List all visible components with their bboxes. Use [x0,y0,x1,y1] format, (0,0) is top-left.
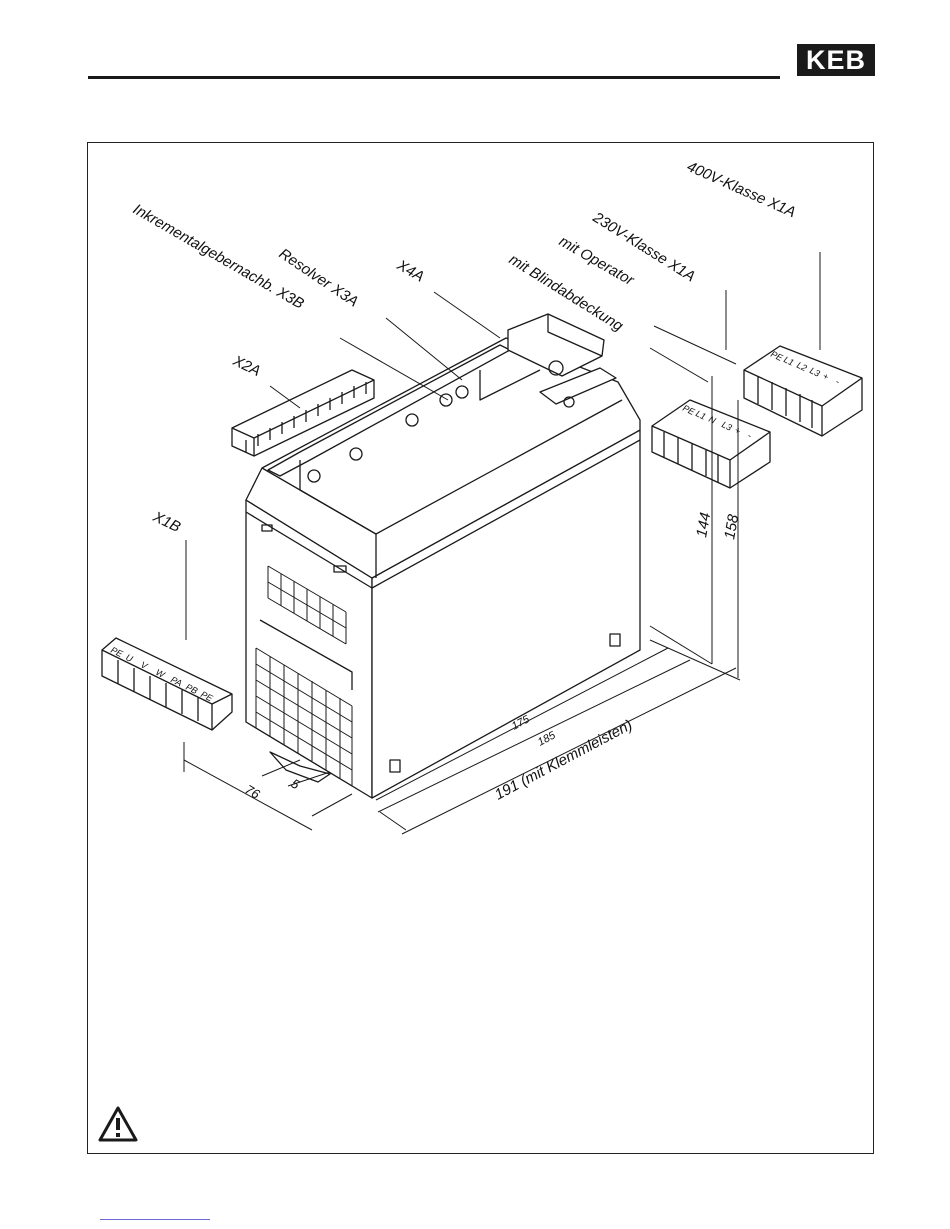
warning-triangle-icon [96,1104,140,1144]
label-400v-x1a: 400V-Klasse X1A [684,158,798,221]
dim-158: 158 [721,512,742,540]
footer-link-underline[interactable] [100,1219,210,1220]
dim-5: 5 [289,776,303,793]
dim-144: 144 [693,511,714,539]
label-x1b: X1B [149,508,183,536]
x1a-400-strip [744,346,862,436]
label-x2a: X2A [229,352,263,380]
dim-185: 185 [536,729,559,749]
dim-76: 76 [243,782,264,803]
label-x4a: X4A [393,256,427,285]
